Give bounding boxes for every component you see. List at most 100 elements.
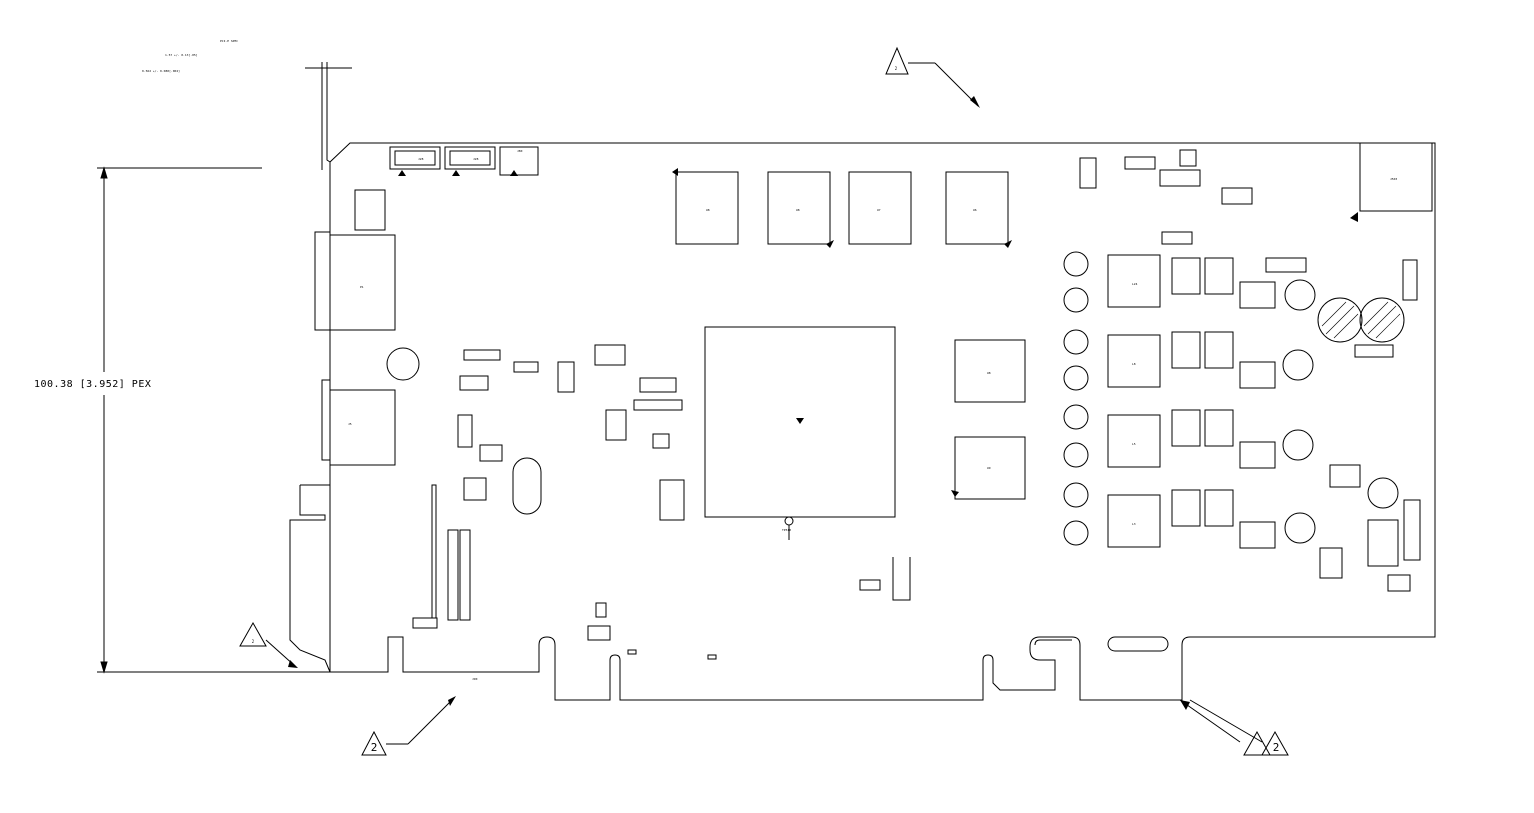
component-box [859, 579, 881, 591]
test-point-tp510 [784, 516, 794, 526]
component-pad [627, 649, 637, 655]
capacitor-c50 [1282, 429, 1314, 461]
led-array [587, 625, 611, 641]
mosfet-group [1171, 257, 1276, 549]
memory-chip-u8c [954, 339, 1026, 403]
pin1-marker [1350, 212, 1358, 222]
reference-marker-label: 2 [252, 639, 255, 644]
hatch [1375, 313, 1401, 339]
hatch [1321, 301, 1347, 327]
component-box [1387, 574, 1411, 592]
connector-label: J80 [517, 149, 523, 153]
component-box [1319, 547, 1343, 579]
reference-triangle [1261, 730, 1289, 756]
component-box [459, 375, 489, 391]
memory-chip-u8a [675, 171, 739, 245]
pin1-marker [398, 170, 518, 176]
inductor-l8 [1107, 334, 1161, 388]
connector-j5 [330, 389, 396, 466]
component-box [595, 602, 607, 618]
memory-chip-u6 [945, 171, 1009, 245]
pin1-marker [951, 490, 959, 497]
capacitor-c97 [1284, 279, 1316, 311]
reference-triangle [1243, 730, 1271, 756]
connector-strip [431, 484, 437, 619]
passive-cluster [1079, 149, 1421, 561]
reference-triangle [361, 730, 387, 756]
connector-p1-flange [314, 231, 331, 331]
callout-line [934, 62, 979, 107]
bracket-note: 1.57 +/- 0.13[.05] [165, 53, 198, 57]
connector-j28a [389, 146, 441, 170]
chip-label: U8 [987, 371, 991, 375]
capacitor-large-a [1317, 297, 1363, 343]
passive-column [447, 529, 471, 621]
pin1-marker [672, 168, 1012, 248]
component-u1 [354, 189, 386, 231]
callout-line [1179, 699, 1263, 743]
callout-arrowhead [1180, 700, 1190, 710]
connector-j28b-inner [449, 150, 491, 166]
connector-label: P1 [360, 285, 364, 289]
callout-line [407, 699, 453, 745]
callout-arrowhead [970, 96, 980, 108]
inductor-label: L3 [1132, 522, 1136, 526]
passive-cluster [457, 344, 685, 521]
board-outline [329, 142, 1436, 701]
connector-bottom [892, 557, 911, 601]
chip-label: U8 [706, 208, 710, 212]
chip-label: U9 [987, 466, 991, 470]
inductor-l5 [1107, 414, 1161, 468]
capacitor-c60 [1367, 477, 1399, 509]
chip-label: U8 [796, 208, 800, 212]
reference-triangle [885, 46, 909, 75]
reference-triangle [239, 621, 267, 647]
hatch [1367, 305, 1397, 335]
callout-arrowhead [448, 696, 456, 706]
capacitor-c1 [386, 347, 420, 381]
hatch [1363, 301, 1389, 327]
bracket-note: 0.562 +/- 0.080[.002] [142, 69, 180, 73]
capacitor-large-b [1359, 297, 1405, 343]
bracket-tab [321, 379, 330, 461]
inductor-l3 [1107, 494, 1161, 548]
gpu-package [704, 326, 896, 518]
reference-marker-label: 2 [371, 741, 378, 754]
inductor-label: L8 [1132, 362, 1136, 366]
inductor-l24 [1107, 254, 1161, 308]
board-notch [1107, 636, 1169, 652]
gpu-orientation-marker [796, 418, 804, 424]
dimension-label: 100.38 [3.952] PEX [34, 379, 151, 390]
dimension-arrow [100, 166, 108, 674]
capacitor-column [1063, 251, 1089, 546]
connector-j28a-inner [394, 150, 436, 166]
passive-strip [412, 617, 438, 629]
connector-label: J28 [473, 157, 479, 161]
connector-label: J5 [348, 422, 352, 426]
reference-marker-label: 2 [895, 66, 898, 71]
connector-p1 [330, 234, 396, 331]
memory-chip-u7 [848, 171, 912, 245]
connector-label: J503 [1390, 177, 1397, 181]
connector-label: J28 [418, 157, 424, 161]
connector-label: J90 [472, 677, 478, 681]
bracket-note: PCI-E SPEC [220, 39, 238, 43]
hatch [1333, 313, 1359, 339]
connector-j503 [1359, 142, 1433, 212]
connector-j80 [499, 146, 539, 176]
inductor-label: L5 [1132, 442, 1136, 446]
component-u48 [1367, 519, 1399, 567]
chip-label: U6 [973, 208, 977, 212]
capacitor-c55 [1282, 349, 1314, 381]
chip-label: U7 [877, 208, 881, 212]
connector-j28b [444, 146, 496, 170]
component-pad [707, 654, 717, 660]
capacitor-c58 [1284, 512, 1316, 544]
inductor-label: L24 [1132, 282, 1138, 286]
bracket-outline [321, 62, 331, 170]
memory-chip-u9 [954, 436, 1026, 500]
crystal-y1 [512, 457, 542, 515]
bracket-tab [289, 484, 331, 673]
